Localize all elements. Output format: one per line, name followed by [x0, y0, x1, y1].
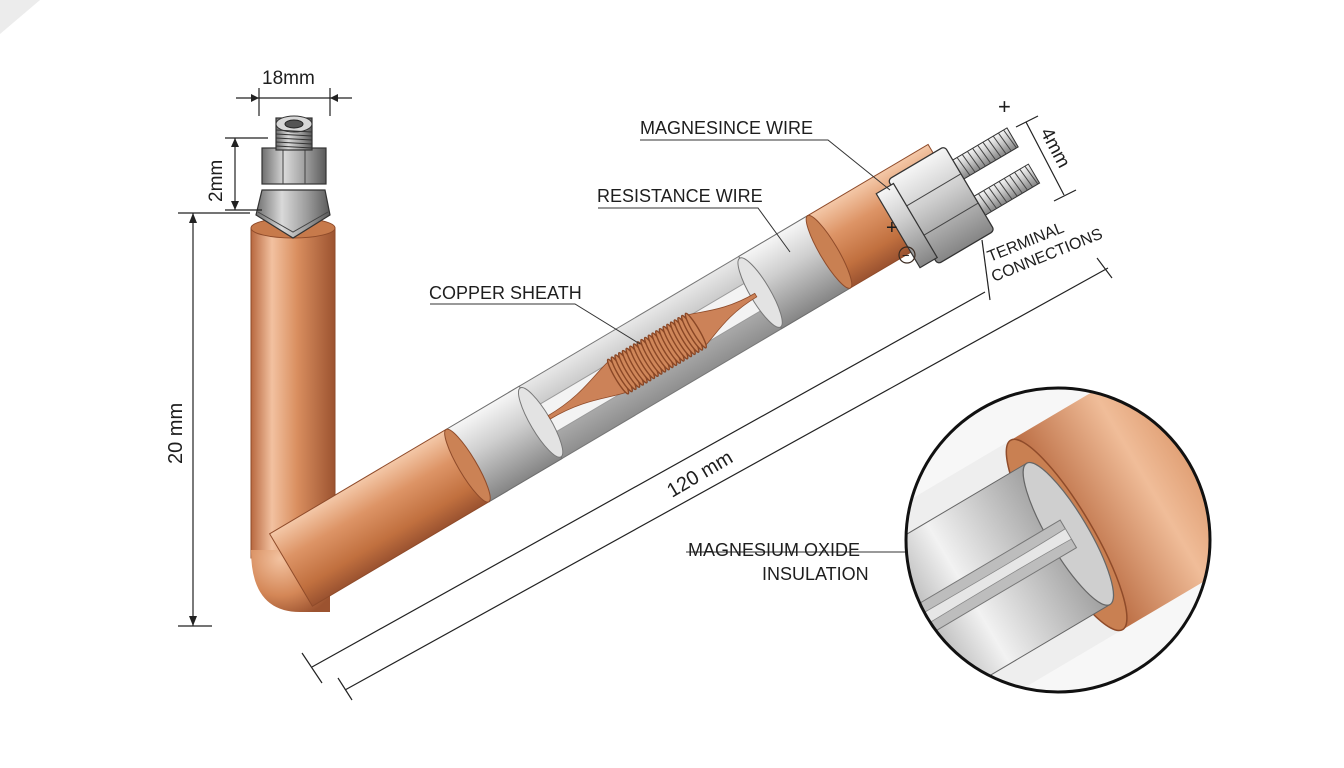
corner-accent [0, 0, 40, 34]
polarity-plus-top: + [998, 94, 1011, 119]
polarity-minus-body: − [902, 248, 910, 263]
top-terminal [255, 115, 331, 239]
right-terminal [875, 127, 1041, 269]
label-resistance-wire: RESISTANCE WIRE [597, 186, 763, 206]
label-mgo-line2: INSULATION [762, 564, 869, 584]
dim-nut-height: 2mm [206, 160, 227, 202]
dimension-lines [178, 88, 1113, 701]
zoom-detail [904, 386, 1212, 694]
polarity-plus-body: + [886, 217, 898, 239]
label-copper-sheath: COPPER SHEATH [429, 283, 582, 303]
dim-terminal-width: 4mm [1036, 124, 1074, 171]
diagonal-tube [268, 143, 972, 607]
polarity-minus-ring [898, 246, 916, 264]
resistance-coil [606, 312, 708, 395]
dim-top-width: 18mm [262, 68, 315, 89]
label-magnesince-wire: MAGNESINCE WIRE [640, 118, 813, 138]
dim-vertical-length: 20 mm [165, 403, 187, 464]
label-mgo-line1: MAGNESIUM OXIDE [688, 540, 860, 560]
